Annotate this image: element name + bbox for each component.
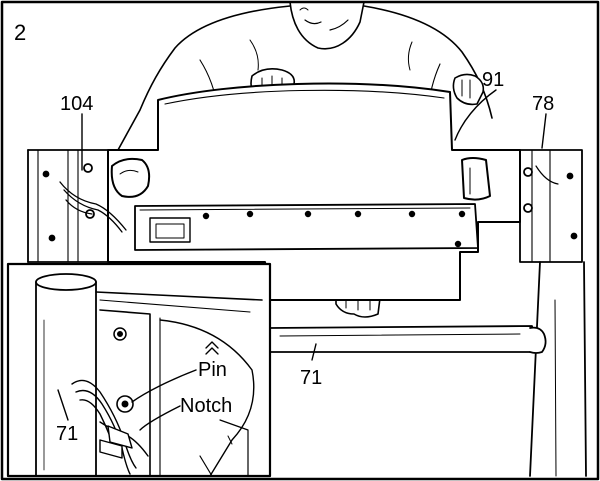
callout-pin: Pin — [198, 359, 227, 381]
callout-labels: 2 104 91 78 71 71 Pin Notch — [14, 20, 554, 445]
leader-91 — [454, 89, 497, 141]
leader-pin — [131, 369, 197, 403]
leader-71-main — [311, 343, 317, 361]
callout-104: 104 — [60, 93, 93, 115]
callout-71-main: 71 — [300, 367, 322, 389]
leader-notch — [139, 405, 181, 431]
callout-71-inset: 71 — [56, 423, 78, 445]
callout-91: 91 — [482, 69, 504, 91]
crossbar-tube — [269, 325, 547, 354]
callout-notch: Notch — [180, 395, 232, 417]
leader-78 — [541, 113, 547, 149]
console-panel — [59, 82, 559, 301]
detail-inset — [6, 262, 272, 478]
step-number: 2 — [14, 20, 26, 45]
callout-78: 78 — [532, 93, 554, 115]
leader-lines — [57, 89, 547, 431]
leader-71-inset — [57, 389, 69, 421]
frame-uprights — [27, 149, 587, 477]
